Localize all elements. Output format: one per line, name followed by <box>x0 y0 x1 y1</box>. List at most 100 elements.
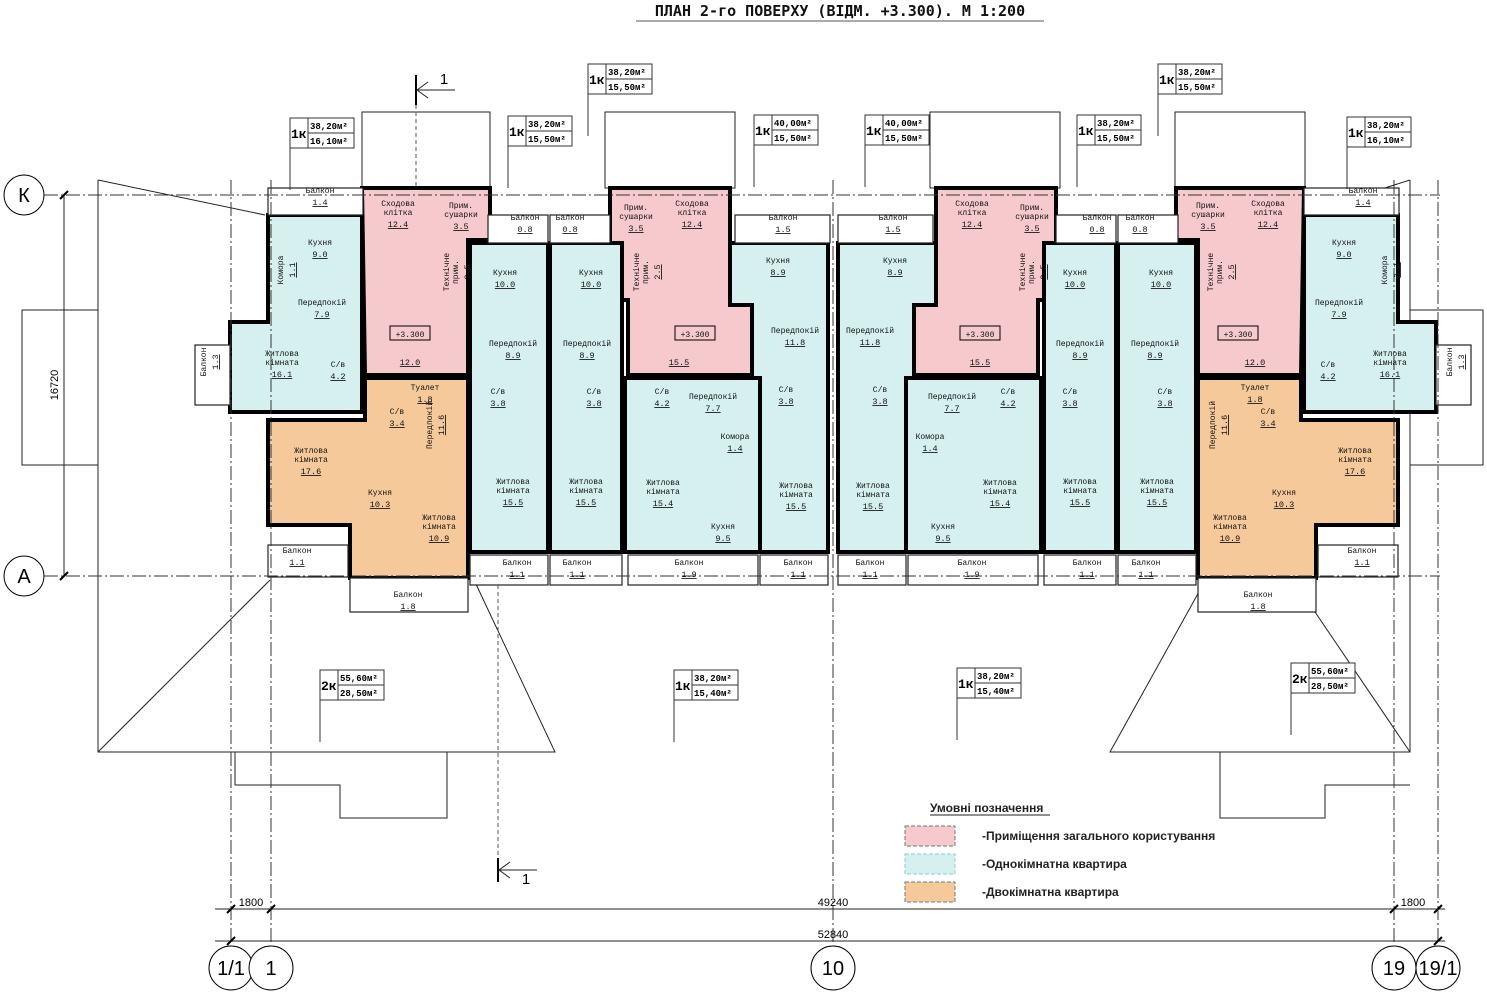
room-name: Балкон <box>1348 547 1377 556</box>
room-name: Комора <box>277 255 286 284</box>
room-area: 15.5 <box>970 358 990 368</box>
room-name: Кухня <box>1149 269 1173 278</box>
room-name: Балкон <box>1446 347 1455 376</box>
room-area: 17.6 <box>301 467 321 477</box>
room-area: 3.4 <box>389 419 404 429</box>
room-area: 1.3 <box>1457 354 1467 369</box>
room-name: клітка <box>958 209 987 218</box>
room-name: Кухня <box>766 257 790 266</box>
room-name: Передпокій <box>846 327 894 336</box>
apartment-type: 2к <box>321 679 337 694</box>
room-name: Кухня <box>1272 489 1296 498</box>
balcony <box>1055 214 1117 244</box>
room-name: Прим. <box>624 204 648 213</box>
apartment-type: 1к <box>866 124 882 139</box>
apartment-type: 1к <box>589 73 605 88</box>
room-label: Балкон 1.1 <box>1348 547 1377 568</box>
balcony <box>734 214 831 244</box>
apartment-total-area: 55,60м² <box>1311 667 1349 677</box>
apartment-type: 2к <box>1292 672 1308 687</box>
room-area: 4.2 <box>1320 372 1335 382</box>
apartment-living-area: 16,10м² <box>1367 136 1405 146</box>
room-name: Комора <box>721 433 750 442</box>
balcony <box>1117 554 1197 586</box>
room-name: сушарки <box>619 213 653 222</box>
room-area: 12.4 <box>388 220 408 230</box>
balcony <box>549 214 611 244</box>
dimension-main: 49240 <box>818 897 849 909</box>
room-name: Кухня <box>579 269 603 278</box>
room-area: 12.4 <box>1258 220 1278 230</box>
dimension-left-offset: 1800 <box>239 897 263 909</box>
room-name: прим. <box>1028 260 1037 284</box>
room-area: 10.3 <box>1274 500 1294 510</box>
apartment-living-area: 15,50м² <box>528 135 566 145</box>
room-name: С/в <box>1261 408 1276 417</box>
balcony <box>907 554 1039 586</box>
two-room-apartment <box>1196 376 1400 580</box>
room-area: 10.0 <box>1065 280 1085 290</box>
room-name: кімната <box>294 456 328 465</box>
room-name: Передпокій <box>1209 401 1218 449</box>
room-name: Балкон <box>503 559 532 568</box>
svg-text:+3.300: +3.300 <box>396 331 425 340</box>
room-label: Кухня 10.0 <box>579 269 603 290</box>
room-name: Технічне <box>443 253 452 292</box>
room-name: Передпокій <box>1056 340 1104 349</box>
axis-bubble-k: К <box>3 174 45 216</box>
room-area: 7.9 <box>1331 310 1346 320</box>
room-area: 1.1 <box>1079 570 1094 580</box>
room-name: Сходова <box>1251 200 1285 209</box>
room-name: Житлова <box>1373 350 1407 359</box>
room-area: 9.5 <box>715 534 730 544</box>
room-area: 8.9 <box>887 268 902 278</box>
dimension-lines <box>59 190 1445 946</box>
level-mark: +3.300 <box>674 325 716 341</box>
room-name: Балкон <box>563 559 592 568</box>
room-area: 10.0 <box>581 280 601 290</box>
room-label: С/в3.8 <box>778 386 793 407</box>
apartment-total-area: 38,20м² <box>1367 121 1405 131</box>
room-name: кімната <box>569 487 603 496</box>
apartment-living-area: 15,40м² <box>977 687 1015 697</box>
room-label: С/в3.8 <box>872 386 887 407</box>
apartment-living-area: 15,50м² <box>608 83 646 93</box>
apartment-living-area: 28,50м² <box>1311 682 1349 692</box>
room-name: Житлова <box>496 478 530 487</box>
room-name: Кухня <box>368 489 392 498</box>
room-name: Туалет <box>411 384 440 393</box>
room-name: Балкон <box>394 591 423 600</box>
legend-item-two-room: -Двокімнатна квартира <box>982 885 1119 899</box>
apartment-total-area: 38,20м² <box>310 122 348 132</box>
room-area: 1.1 <box>1354 558 1369 568</box>
room-name: С/в <box>873 386 888 395</box>
apartment-type: 1к <box>755 124 771 139</box>
room-name: Передпокій <box>426 401 435 449</box>
room-name: Балкон <box>675 559 704 568</box>
axis-bubble-19-1: 19/1 <box>1415 945 1461 991</box>
room-name: Балкон <box>511 214 540 223</box>
room-area: 7.7 <box>944 404 959 414</box>
room-area: 2.5 <box>463 264 473 279</box>
